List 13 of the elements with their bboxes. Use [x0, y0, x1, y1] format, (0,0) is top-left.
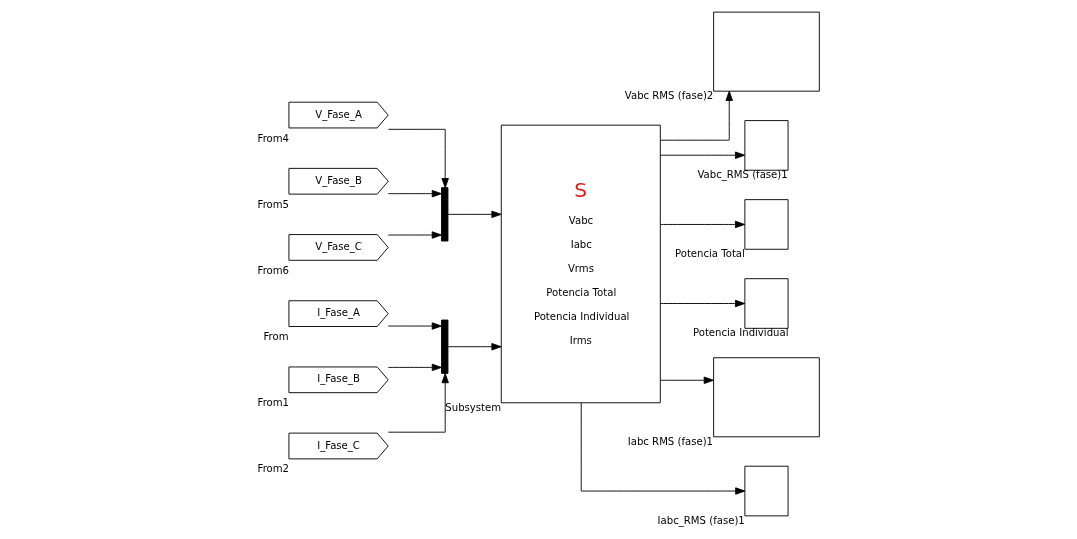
node-label: Vabc_RMS (fase)1 [697, 169, 788, 181]
node-label: Potencia Total [674, 248, 745, 260]
node-label: Iabc RMS (fase)1 [627, 435, 714, 447]
node-label: Iabc_RMS (fase)1 [657, 514, 745, 526]
node-label: Potencia Individual [692, 327, 789, 339]
node-label: From6 [257, 264, 290, 276]
node-label: From [263, 331, 289, 343]
node-label: From1 [257, 397, 290, 409]
node-label: From4 [257, 132, 290, 144]
node-label: Subsystem [445, 401, 502, 413]
node-label: From5 [257, 198, 290, 210]
node-label: Vabc RMS (fase)2 [624, 90, 714, 102]
node-label: From2 [257, 463, 290, 475]
